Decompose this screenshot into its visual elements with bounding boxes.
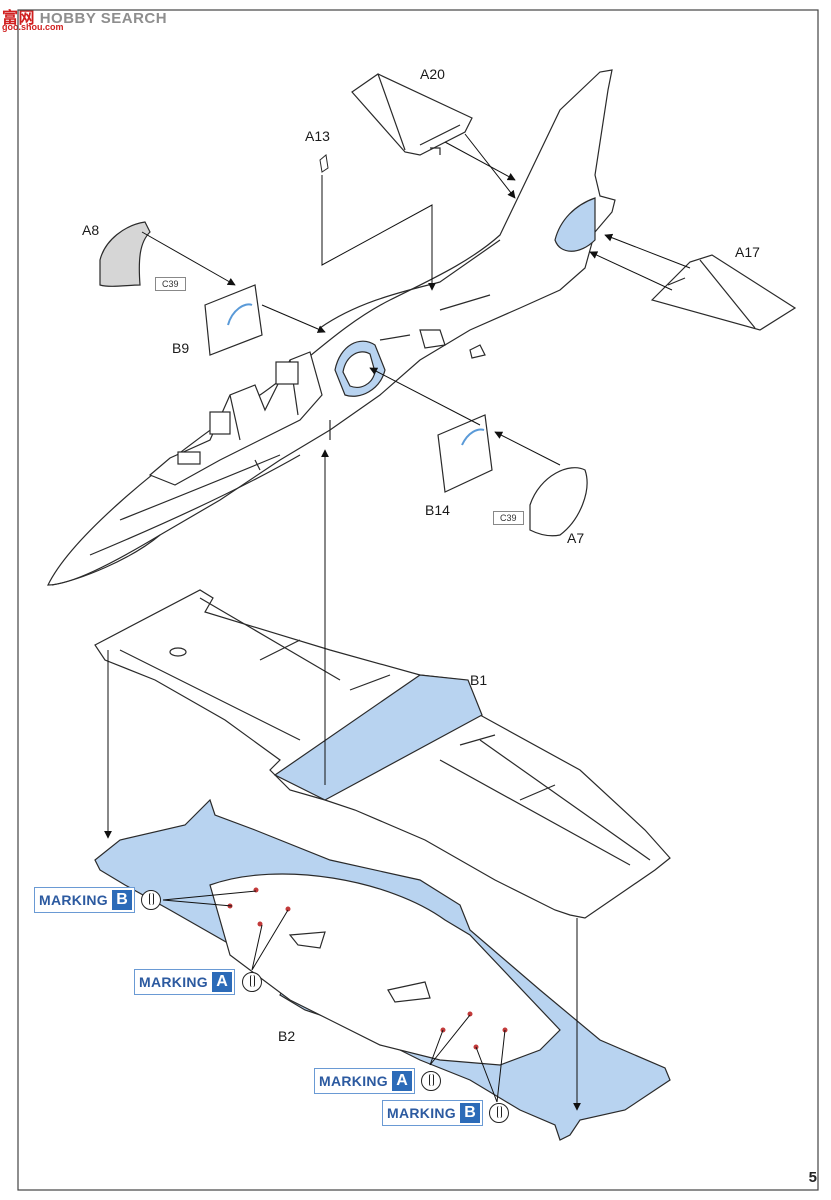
label-b14: B14 xyxy=(425,502,450,518)
marking-text: MARKING xyxy=(319,1073,388,1089)
page-number: 5 xyxy=(808,1169,817,1186)
arrow-a20b xyxy=(464,133,516,199)
fuselage xyxy=(47,69,616,586)
marking-text: MARKING xyxy=(139,974,208,990)
label-b1: B1 xyxy=(470,672,488,688)
arrow-a20 xyxy=(444,141,516,181)
label-a17: A17 xyxy=(735,244,760,260)
arrow-a13 xyxy=(321,175,436,291)
label-a7: A7 xyxy=(567,530,585,546)
arrow-a17b xyxy=(589,251,673,291)
assembly-arrows xyxy=(104,133,691,1111)
marking-letter: B xyxy=(111,890,132,910)
part-a7-cover xyxy=(529,467,588,537)
page-frame xyxy=(17,9,819,1191)
part-b9-panel xyxy=(204,284,263,356)
ref-c39-left: C39 xyxy=(155,277,186,291)
part-b2-lower-wing xyxy=(94,798,671,1141)
marking-letter: B xyxy=(459,1103,480,1123)
part-a17-stabilizer xyxy=(650,254,797,331)
marking-text: MARKING xyxy=(387,1105,456,1121)
arrow-b14 xyxy=(369,367,481,426)
marking-text: MARKING xyxy=(39,892,108,908)
label-a13: A13 xyxy=(305,128,330,144)
arrow-a8 xyxy=(141,231,236,286)
drill-hole-icon xyxy=(489,1103,509,1123)
drill-hole-icon xyxy=(141,890,161,910)
arrow-a7 xyxy=(494,431,561,466)
part-b1-wing xyxy=(94,589,671,919)
watermark: 富网 HOBBY SEARCH goo.shou.com xyxy=(2,4,168,32)
drill-hole-icon xyxy=(421,1071,441,1091)
part-a20-stabilizer xyxy=(351,73,473,156)
marking-callout-a-upper: MARKING A xyxy=(134,969,235,995)
arrow-b9 xyxy=(261,304,326,333)
ref-c39-right: C39 xyxy=(493,511,524,525)
label-b9: B9 xyxy=(172,340,190,356)
watermark-brand: HOBBY SEARCH xyxy=(39,10,168,27)
marking-letter: A xyxy=(391,1071,412,1091)
part-a13 xyxy=(319,154,329,173)
marking-callout-b-lower: MARKING B xyxy=(382,1100,483,1126)
drill-hole-icon xyxy=(242,972,262,992)
part-a8-cover xyxy=(99,221,151,287)
marking-letter: A xyxy=(211,972,232,992)
part-b14-panel xyxy=(437,414,493,493)
label-a20: A20 xyxy=(420,66,445,82)
marking-callout-a-lower: MARKING A xyxy=(314,1068,415,1094)
watermark-url: goo.shou.com xyxy=(2,22,64,32)
marking-callout-b-upper: MARKING B xyxy=(34,887,135,913)
label-b2: B2 xyxy=(278,1028,296,1044)
label-a8: A8 xyxy=(82,222,100,238)
arrow-a17 xyxy=(604,233,691,269)
